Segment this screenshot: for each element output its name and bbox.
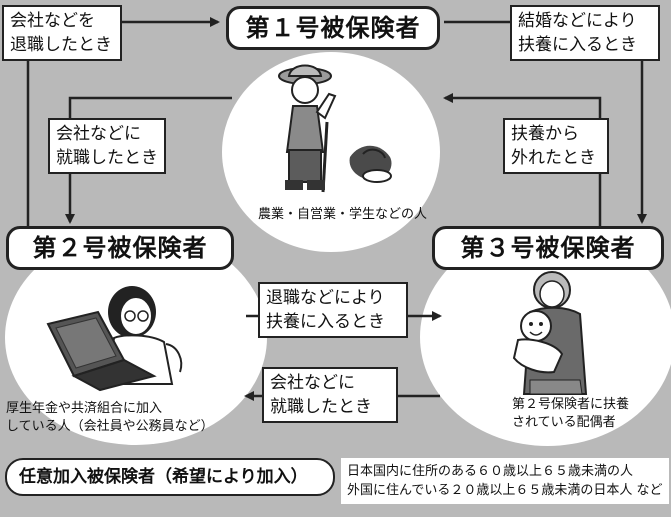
office-worker-icon — [46, 286, 183, 392]
employed-from-first-box: 会社などに 就職したとき — [48, 118, 166, 174]
arrow-first-to-second — [65, 96, 232, 224]
employed-from-third-box: 会社などに 就職したとき — [262, 367, 398, 423]
voluntary-note-1: 日本国内に住所のある６０歳以上６５歳未満の人 — [347, 464, 634, 479]
first-insured-label: 第１号被保険者 — [226, 6, 440, 50]
third-insured-label: 第３号被保険者 — [432, 226, 664, 270]
leave-dependency-box: 扶養から 外れたとき — [503, 118, 609, 174]
third-caption-line-2: されている配偶者 — [512, 415, 616, 430]
leave-line-2: 外れたとき — [511, 148, 596, 168]
second-caption-line-2: している人（会社員や公務員など） — [6, 419, 214, 434]
retire-to-dependent-box: 退職などにより 扶養に入るとき — [258, 282, 408, 338]
marry-line-1: 結婚などにより — [518, 11, 637, 31]
retire-condition-box: 会社などを 退職したとき — [2, 5, 122, 61]
retire-line-2: 退職したとき — [10, 35, 112, 55]
retire-dependent-line-1: 退職などにより — [266, 288, 385, 308]
voluntary-note-2: 外国に住んでいる２０歳以上６５歳未満の日本人 など — [347, 483, 663, 498]
employed-third-line-1: 会社などに — [270, 373, 355, 393]
mother-with-baby-icon — [512, 271, 588, 395]
retire-dependent-line-2: 扶養に入るとき — [266, 312, 385, 332]
arrow-third-to-first — [443, 93, 602, 230]
first-insured-caption: 農業・自営業・学生などの人 — [258, 207, 428, 222]
employed-first-line-2: 就職したとき — [56, 148, 158, 168]
marry-condition-box: 結婚などにより 扶養に入るとき — [510, 5, 660, 61]
voluntary-insured-notes: 日本国内に住所のある６０歳以上６５歳未満の人 外国に住んでいる２０歳以上６５歳未… — [341, 458, 669, 504]
third-insured-caption: 第２号保険者に扶養 されている配偶者 — [512, 396, 629, 432]
employed-third-line-2: 就職したとき — [270, 397, 372, 417]
employed-first-line-1: 会社などに — [56, 124, 141, 144]
retire-line-1: 会社などを — [10, 11, 95, 31]
marry-line-2: 扶養に入るとき — [518, 35, 637, 55]
second-insured-label: 第２号被保険者 — [6, 226, 234, 270]
second-insured-caption: 厚生年金や共済組合に加入 している人（会社員や公務員など） — [6, 400, 214, 436]
voluntary-insured-label: 任意加入被保険者（希望により加入） — [5, 458, 335, 496]
leave-line-1: 扶養から — [511, 124, 579, 144]
third-caption-line-1: 第２号保険者に扶養 — [512, 397, 630, 412]
first-insured-circle — [222, 52, 440, 252]
farmer-icon — [278, 64, 392, 193]
second-caption-line-1: 厚生年金や共済組合に加入 — [6, 401, 163, 416]
